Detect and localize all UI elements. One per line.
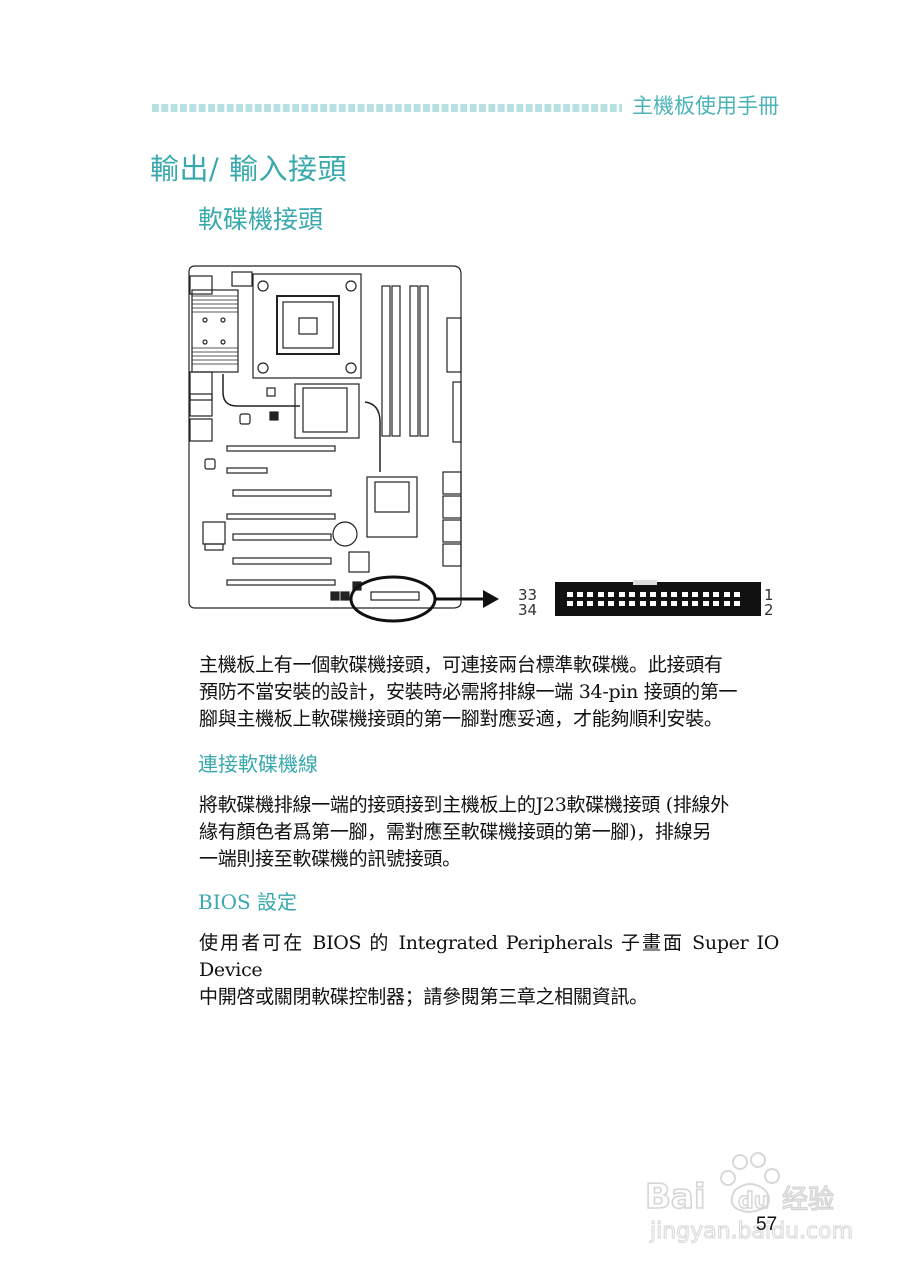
cable-paragraph: 將軟碟機排線一端的接頭接到主機板上的J23軟碟機接頭 (排線外 緣有顏色者爲第一…: [199, 792, 779, 873]
pin-label-34: 34: [518, 601, 538, 619]
watermark-url: jingyan.baidu.com: [649, 1219, 853, 1244]
text-line: 一端則接至軟碟機的訊號接頭。: [199, 848, 461, 870]
cable-heading: 連接軟碟機線: [198, 752, 318, 776]
text-line: 主機板上有一個軟碟機接頭，可連接兩台標準軟碟機。此接頭有: [199, 654, 723, 676]
text-line: 使用者可在 BIOS 的 Integrated Peripherals 子畫面 …: [199, 932, 779, 981]
svg-text:经验: 经验: [782, 1185, 834, 1215]
text-line: 預防不當安裝的設計，安裝時必需將排線一端 34-pin 接頭的第一: [199, 681, 738, 703]
watermark-brand: Bai: [645, 1177, 706, 1217]
header-dot-rule: [152, 104, 622, 112]
bios-paragraph: 使用者可在 BIOS 的 Integrated Peripherals 子畫面 …: [199, 930, 779, 1011]
section-title: 輸出/ 輸入接頭: [150, 152, 347, 186]
connector-pins: [567, 592, 740, 606]
bios-heading: BIOS 設定: [198, 890, 298, 914]
running-title: 主機板使用手冊: [632, 94, 779, 118]
text-line: 腳與主機板上軟碟機接頭的第一腳對應妥適，才能夠順利安裝。: [199, 708, 723, 730]
page-number: 57: [756, 1214, 778, 1235]
pin-label-33: 33: [518, 586, 538, 604]
section-subtitle: 軟碟機接頭: [198, 205, 324, 234]
text-line: 將軟碟機排線一端的接頭接到主機板上的J23軟碟機接頭 (排線外: [199, 794, 729, 816]
motherboard-diagram: [188, 265, 761, 623]
pin-label-1: 1: [764, 586, 774, 604]
text-line: 緣有顏色者爲第一腳，需對應至軟碟機接頭的第一腳)，排線另: [199, 821, 712, 843]
text-line: 中開啓或關閉軟碟控制器；請參閱第三章之相關資訊。: [199, 986, 648, 1008]
pin-label-2: 2: [764, 601, 774, 619]
intro-paragraph: 主機板上有一個軟碟機接頭，可連接兩台標準軟碟機。此接頭有 預防不當安裝的設計，安…: [199, 652, 779, 733]
svg-text:du: du: [738, 1189, 769, 1214]
baidu-watermark: Bai du 经验 jingyan.baidu.com: [644, 1152, 854, 1245]
